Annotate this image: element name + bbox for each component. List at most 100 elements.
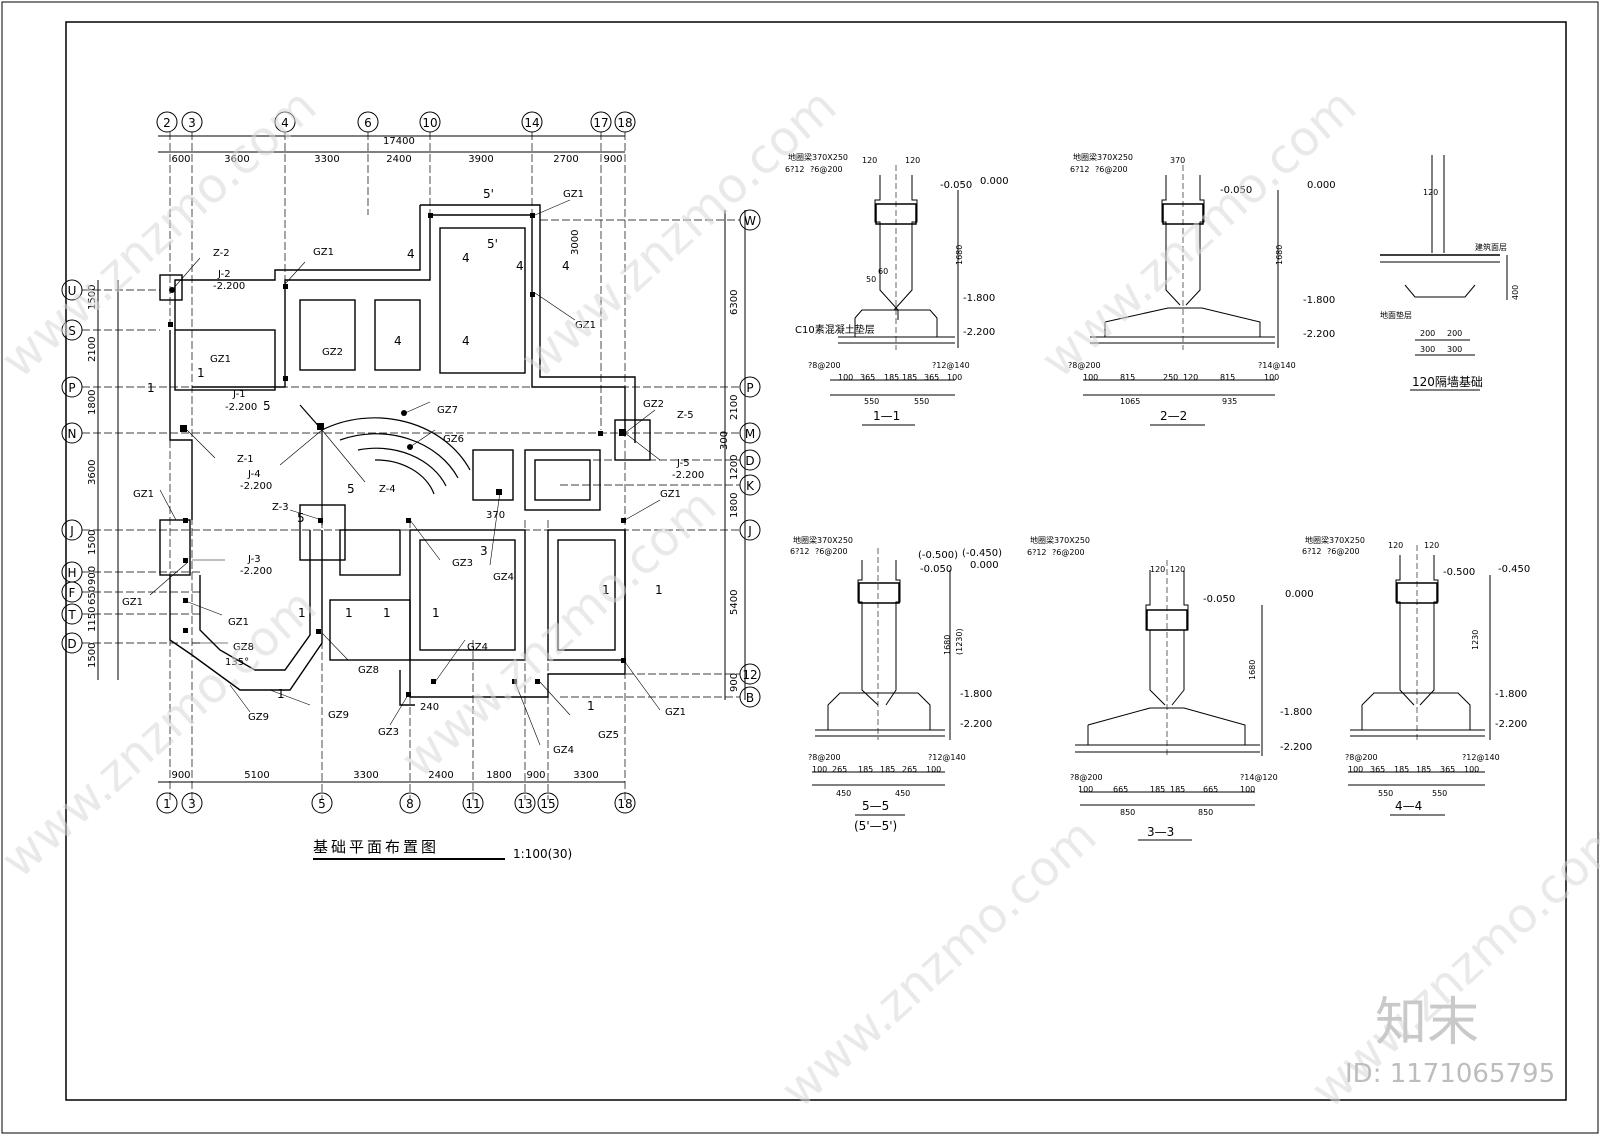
svg-text:1: 1: [383, 606, 391, 620]
svg-text:www.znzmo.com: www.znzmo.com: [511, 78, 848, 389]
svg-text:550: 550: [1378, 789, 1393, 798]
svg-text:120: 120: [1388, 541, 1403, 550]
section-4-4-labels: 地圈梁 370X250 6?12 ?6@200 120 120 -0.500 -…: [1302, 535, 1530, 813]
svg-text:815: 815: [1220, 373, 1235, 382]
svg-text:100: 100: [926, 765, 941, 774]
svg-text:GZ4: GZ4: [467, 642, 488, 653]
svg-text:J-2: J-2: [217, 269, 231, 280]
svg-text:4: 4: [562, 259, 570, 273]
svg-text:GZ1: GZ1: [228, 617, 249, 628]
svg-text:-2.200: -2.200: [963, 327, 995, 338]
plan-scale: 1:100(30): [513, 847, 572, 861]
svg-text:13: 13: [517, 797, 532, 811]
svg-text:3300: 3300: [573, 770, 598, 781]
svg-text:B: B: [746, 691, 754, 705]
svg-text:6?12: 6?12: [790, 547, 810, 556]
svg-text:120: 120: [905, 156, 920, 165]
svg-text:300: 300: [1447, 345, 1462, 354]
svg-text:1500: 1500: [87, 643, 98, 668]
svg-text:GZ2: GZ2: [322, 347, 343, 358]
svg-text:365: 365: [924, 373, 939, 382]
svg-text:3300: 3300: [314, 154, 339, 165]
svg-text:2100: 2100: [729, 395, 740, 420]
svg-text:18: 18: [617, 116, 632, 130]
svg-text:2100: 2100: [87, 337, 98, 362]
svg-text:GZ1: GZ1: [122, 597, 143, 608]
svg-text:GZ8: GZ8: [233, 642, 254, 653]
svg-text:14: 14: [524, 116, 539, 130]
svg-text:?8@200: ?8@200: [808, 361, 841, 370]
svg-text:4: 4: [462, 251, 470, 265]
svg-text:1150: 1150: [87, 607, 98, 632]
svg-text:100: 100: [1240, 785, 1255, 794]
svg-text:1: 1: [147, 381, 155, 395]
right-axis-labels: WP MD KJ 12B: [742, 214, 757, 705]
svg-text:200: 200: [1447, 329, 1462, 338]
svg-text:1: 1: [432, 606, 440, 620]
svg-text:370X250: 370X250: [1329, 536, 1365, 545]
svg-text:-0.050: -0.050: [1220, 185, 1252, 196]
svg-text:-0.500: -0.500: [1443, 567, 1475, 578]
svg-text:120: 120: [1183, 373, 1198, 382]
svg-text:J-3: J-3: [247, 554, 261, 565]
svg-text:W: W: [744, 214, 756, 228]
svg-text:100: 100: [1078, 785, 1093, 794]
svg-text:185: 185: [1170, 785, 1185, 794]
svg-text:?8@200: ?8@200: [1070, 773, 1103, 782]
svg-text:550: 550: [864, 397, 879, 406]
svg-text:5': 5': [487, 237, 498, 251]
svg-text:地圈梁: 地圈梁: [788, 152, 812, 162]
svg-text:1680: 1680: [943, 635, 952, 655]
svg-text:J-4: J-4: [247, 469, 261, 480]
svg-text:185: 185: [902, 373, 917, 382]
element-labels: GZ1 GZ1 GZ1 GZ2 GZ1 GZ7 GZ6 GZ2 GZ1 GZ1 …: [122, 187, 704, 756]
svg-text:18: 18: [617, 797, 632, 811]
section-3-3: [1075, 560, 1263, 841]
section-2-2-labels: 地圈梁 370X250 6?12 ?6@200 370 -0.050 0.000…: [1068, 152, 1336, 423]
svg-text:600: 600: [171, 154, 190, 165]
svg-text:F: F: [69, 586, 76, 600]
section-5-5: [812, 548, 951, 816]
svg-text:-1.800: -1.800: [963, 293, 995, 304]
svg-text:地圈梁: 地圈梁: [1073, 152, 1097, 162]
svg-text:250: 250: [1163, 373, 1178, 382]
svg-text:5400: 5400: [729, 590, 740, 615]
section-4-4: [1348, 545, 1491, 816]
svg-text:100: 100: [947, 373, 962, 382]
svg-text:?12@140: ?12@140: [1462, 753, 1500, 762]
svg-text:Z-2: Z-2: [213, 248, 230, 259]
svg-text:6?12: 6?12: [785, 165, 805, 174]
svg-text:0.000: 0.000: [1307, 180, 1336, 191]
right-dimension-labels: 6300 2100 300 1200 1800 5400 900: [719, 290, 740, 692]
watermark-layer: www.znzmo.com www.znzmo.com www.znzmo.co…: [0, 78, 1600, 1119]
svg-text:935: 935: [1222, 397, 1237, 406]
section-120-partition: [1380, 155, 1508, 391]
svg-text:1: 1: [298, 606, 306, 620]
svg-text:4: 4: [394, 334, 402, 348]
plan-title: 基础平面布置图: [313, 838, 439, 856]
svg-text:120隔墙基础: 120隔墙基础: [1412, 375, 1483, 389]
overall-dimension: 17400: [383, 136, 415, 147]
svg-text:地面垫层: 地面垫层: [1380, 310, 1412, 320]
svg-text:-1.800: -1.800: [1495, 689, 1527, 700]
svg-text:-1.800: -1.800: [1303, 295, 1335, 306]
svg-text:GZ1: GZ1: [313, 247, 334, 258]
svg-text:4: 4: [407, 247, 415, 261]
svg-text:365: 365: [860, 373, 875, 382]
svg-text:365: 365: [1440, 765, 1455, 774]
svg-text:6?12: 6?12: [1027, 548, 1047, 557]
foundation-plan: [61, 111, 761, 814]
svg-text:GZ1: GZ1: [575, 320, 596, 331]
svg-text:17: 17: [593, 116, 608, 130]
svg-text:Z-5: Z-5: [677, 410, 694, 421]
svg-text:1680: 1680: [955, 245, 964, 265]
svg-text:370X250: 370X250: [1097, 153, 1133, 162]
svg-text:GZ8: GZ8: [358, 665, 379, 676]
svg-text:665: 665: [1203, 785, 1218, 794]
svg-text:GZ2: GZ2: [643, 399, 664, 410]
svg-text:N: N: [68, 427, 77, 441]
svg-text:5—5: 5—5: [862, 799, 889, 813]
